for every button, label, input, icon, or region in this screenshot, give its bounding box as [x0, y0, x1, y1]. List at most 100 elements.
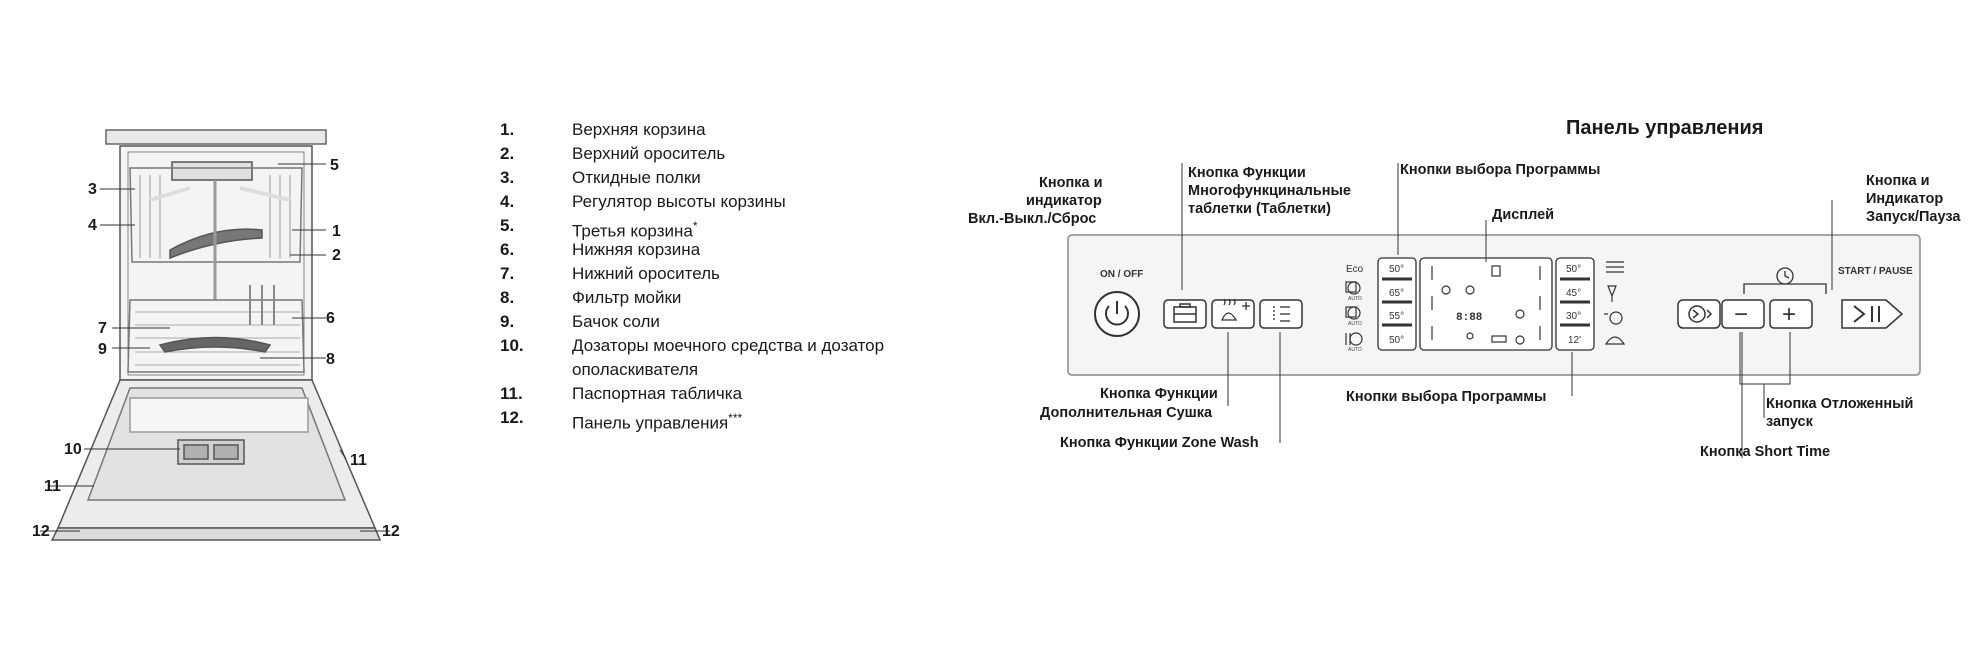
zone-wash-button[interactable] — [1259, 299, 1303, 329]
callout-10: 10 — [64, 441, 82, 458]
legend-item: 1. Верхняя корзина — [500, 118, 980, 142]
dry-label-1: Кнопка Функции — [1100, 386, 1218, 402]
legend-item-text: Фильтр мойки — [572, 286, 980, 310]
legend-item-number: 3. — [500, 168, 515, 187]
dishwasher-callout-numbers: 1 2 3 4 5 6 7 8 9 10 11 11 12 12 — [32, 157, 400, 540]
legend-item-text: Верхняя корзина — [572, 118, 980, 142]
legend-item-number: 1. — [500, 120, 515, 139]
delay-minus-button[interactable]: − — [1721, 299, 1765, 329]
legend-item: 4. Регулятор высоты корзины — [500, 190, 980, 214]
start-pause-label: START / PAUSE — [1838, 266, 1913, 277]
dishwasher-leader-lines — [40, 163, 390, 532]
legend-item: 6. Нижняя корзина — [500, 238, 980, 262]
legend-item-number: 4. — [500, 192, 515, 211]
quick-wash-icon — [1604, 336, 1626, 345]
legend-item-text: Панель управления*** — [572, 406, 980, 433]
program-temp-left-3: 55° — [1389, 311, 1404, 322]
tablets-label-3: таблетки (Таблетки) — [1188, 201, 1331, 217]
legend-item-text: Нижняя корзина — [572, 238, 980, 262]
program-temp-left-1: 50° — [1389, 264, 1404, 275]
legend-item-text: Откидные полки — [572, 166, 980, 190]
tablets-label-2: Многофункцинальные — [1188, 183, 1351, 199]
legend-item-number: 5. — [500, 216, 515, 235]
panel-leader-lines — [1181, 163, 1833, 458]
callout-3: 3 — [88, 181, 97, 198]
auto-label-2: AUTO — [1348, 321, 1362, 327]
legend-item-number: 8. — [500, 288, 515, 307]
program-temp-right-4: 12' — [1568, 335, 1581, 346]
legend-item-label: Регулятор высоты корзины — [572, 192, 786, 211]
callout-6: 6 — [326, 310, 335, 327]
delay-label-1: Кнопка Отложенный — [1766, 396, 1913, 412]
legend-item-label: Бачок соли — [572, 312, 660, 331]
callout-12-right: 12 — [382, 523, 400, 540]
start-label-1: Кнопка и — [1866, 173, 1930, 189]
display-digits: 8:88 — [1456, 312, 1483, 324]
delay-clock-icon — [1743, 267, 1827, 294]
delay-plus-button[interactable]: + — [1769, 299, 1813, 329]
callout-9: 9 — [98, 341, 107, 358]
callout-11-left: 11 — [44, 478, 61, 495]
tablets-label-1: Кнопка Функции — [1188, 165, 1306, 181]
legend-item-label: Верхний ороситель — [572, 144, 726, 163]
legend-item: 5.Третья корзина* — [500, 214, 980, 241]
short-time-icon — [1688, 305, 1713, 323]
program-buttons-right[interactable] — [1555, 257, 1595, 351]
program-temp-right-3: 30° — [1566, 311, 1581, 322]
callout-11-right: 11 — [350, 452, 367, 469]
program-temp-right-2: 45° — [1566, 288, 1581, 299]
dishwasher-illustration — [50, 129, 382, 541]
power-label-1: Кнопка и — [1039, 175, 1103, 191]
program-temp-left-4: 50° — [1389, 335, 1404, 346]
glass-icon — [1607, 285, 1617, 302]
start-pause-button[interactable] — [1841, 299, 1904, 329]
program-label-top: Кнопки выбора Программы — [1400, 162, 1600, 178]
plus-icon: + — [1782, 301, 1796, 328]
auto-wash-icon — [1345, 281, 1361, 295]
program-icons-left — [1345, 281, 1363, 346]
panel-title: Панель управления — [1566, 117, 1763, 139]
callout-12-left: 12 — [32, 523, 50, 540]
zone-wash-label: Кнопка Функции Zone Wash — [1060, 435, 1259, 451]
legend-item-number: 6. — [500, 240, 515, 259]
callout-4: 4 — [88, 217, 97, 234]
legend-item: 12. Панель управления*** — [500, 406, 980, 433]
legend-item-label: Дозаторы моечного средства и дозатор — [572, 336, 885, 355]
program-temp-right-1: 50° — [1566, 264, 1581, 275]
legend-item-label: Панель управления — [572, 413, 729, 433]
minus-icon: − — [1734, 301, 1748, 328]
legend-item: 8. Фильтр мойки — [500, 286, 980, 310]
legend-item: 9. Бачок соли — [500, 310, 980, 334]
callout-5: 5 — [330, 157, 339, 174]
legend-item-label: Верхняя корзина — [572, 120, 706, 139]
legend-item-text: Регулятор высоты корзины — [572, 190, 980, 214]
display-label: Дисплей — [1492, 207, 1554, 223]
legend-item-label: Нижняя корзина — [572, 240, 701, 259]
legend-item-number: 12. — [500, 408, 524, 427]
legend-item-label: Нижний ороситель — [572, 264, 720, 283]
legend-item-text: Нижний ороситель — [572, 262, 980, 286]
program-buttons-left[interactable] — [1377, 257, 1417, 351]
tablet-icon — [1173, 303, 1197, 323]
power-button[interactable] — [1094, 291, 1140, 337]
legend-item-number: 11. — [500, 384, 523, 403]
legend-item-number: 7. — [500, 264, 515, 283]
legend-item: 11. Паспортная табличка — [500, 382, 980, 406]
legend-item-text: Паспортная табличка — [572, 382, 980, 406]
legend-item: 7. Нижний ороситель — [500, 262, 980, 286]
legend-item-text: Бачок соли — [572, 310, 980, 334]
short-time-button[interactable] — [1677, 299, 1721, 329]
eco-label: Eco — [1346, 264, 1364, 275]
legend-item-label: Третья корзина — [572, 221, 693, 241]
legend-item-number: 9. — [500, 312, 515, 331]
legend-item-label: Фильтр мойки — [572, 288, 682, 307]
extra-dry-button[interactable] — [1211, 298, 1255, 329]
start-label-2: Индикатор — [1866, 191, 1943, 207]
tablets-button[interactable] — [1163, 299, 1207, 329]
legend-item-label: Паспортная табличка — [572, 384, 743, 403]
delay-label-2: запуск — [1766, 414, 1814, 430]
start-label-3: Запуск/Пауза — [1866, 209, 1961, 225]
